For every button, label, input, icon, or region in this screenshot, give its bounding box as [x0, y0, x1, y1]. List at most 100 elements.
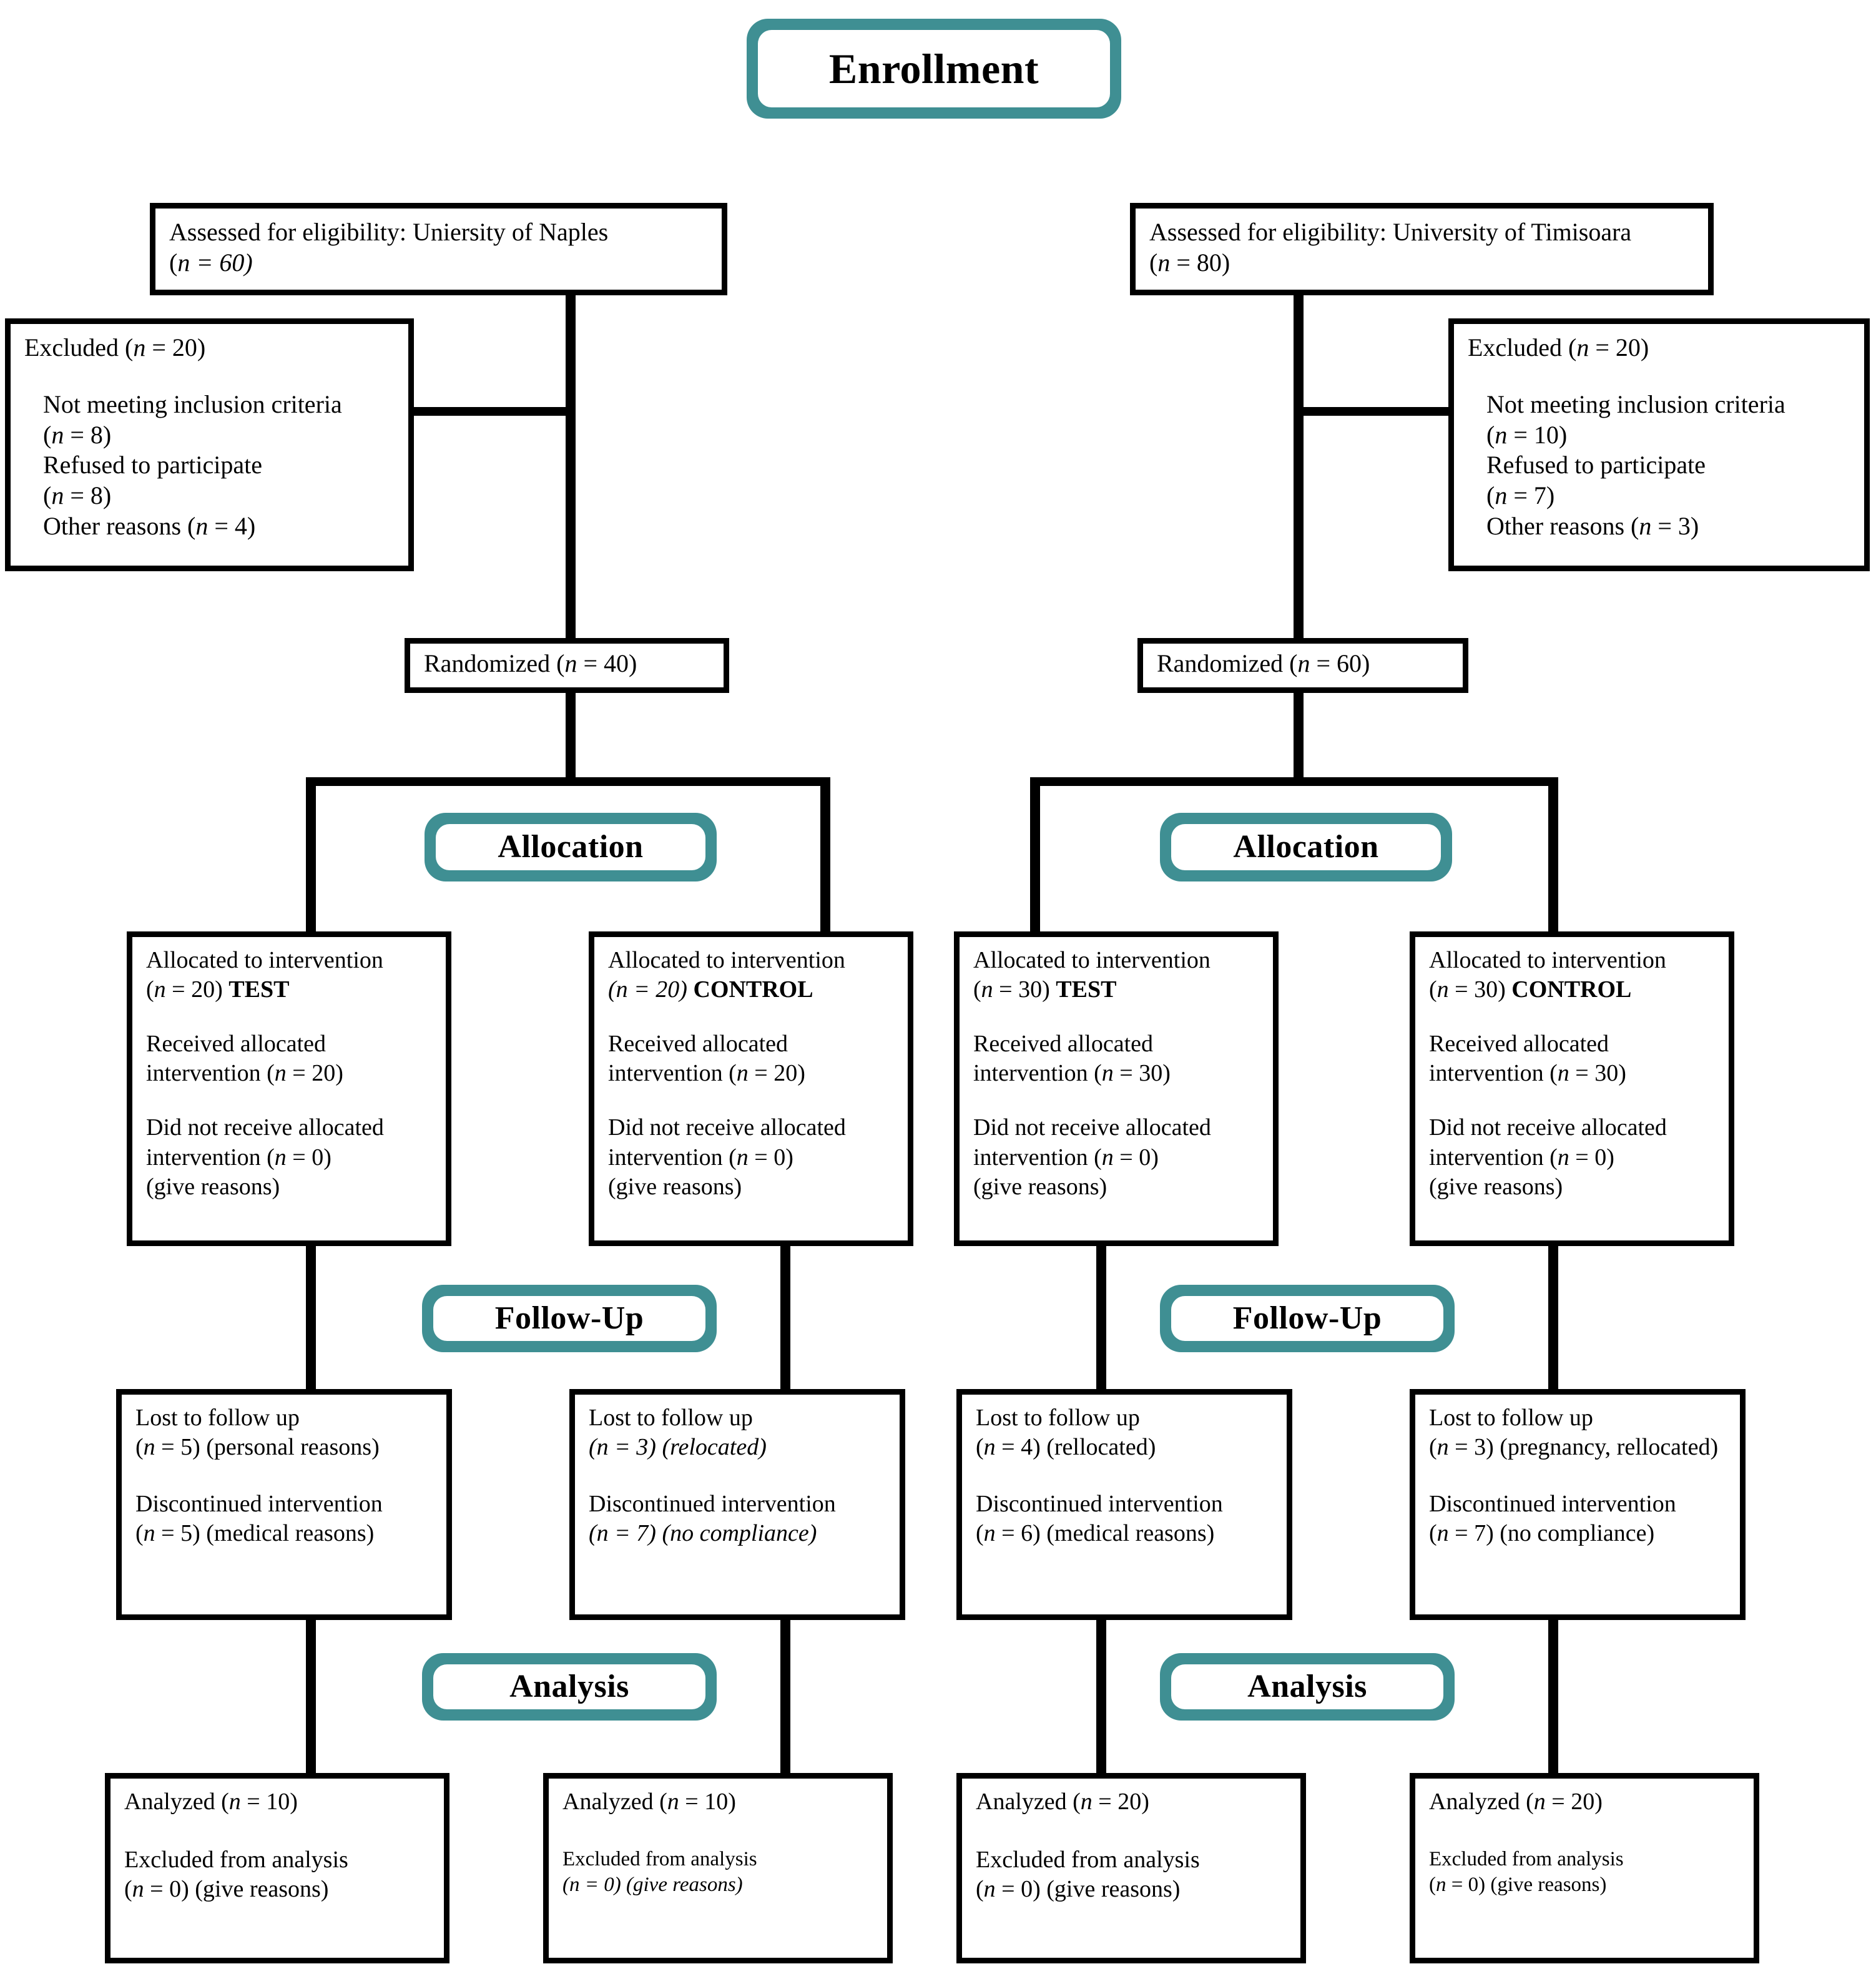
an-lc-excluded-count: (n = 0) (give reasons) — [562, 1873, 743, 1897]
banner-allocation-left: Allocation — [425, 813, 717, 881]
fu-rc-disc: Discontinued intervention — [1429, 1491, 1676, 1518]
excluded-left-reason-1-count: (n = 8) — [43, 420, 112, 449]
banner-followup-right-label: Follow-Up — [1232, 1300, 1382, 1336]
alloc-lt-count: (n = 20) TEST — [146, 976, 290, 1003]
alloc-rc-received: Received allocated — [1429, 1031, 1609, 1058]
alloc-rt-notreceived-count: intervention (n = 0) — [973, 1144, 1159, 1171]
box-followup-right-test: Lost to follow up (n = 4) (rellocated) D… — [956, 1389, 1292, 1620]
alloc-lc-reasons: (give reasons) — [608, 1173, 742, 1200]
box-randomized-right: Randomized (n = 60) — [1137, 638, 1468, 693]
an-lt-analyzed: Analyzed (n = 10) — [124, 1789, 298, 1815]
fu-lc-lost-count: (n = 3) (relocated) — [589, 1434, 767, 1461]
box-assessed-left: Assessed for eligibility: Uniersity of N… — [150, 203, 727, 295]
fu-rc-lost-count: (n = 3) (pregnancy, rellocated) — [1429, 1434, 1719, 1461]
fu-rt-disc-count: (n = 6) (medical reasons) — [976, 1520, 1215, 1547]
assessed-right-line1: Assessed for eligibility: University of … — [1149, 218, 1632, 246]
randomized-left-label: Randomized (n = 40) — [424, 649, 637, 677]
an-rt-excluded: Excluded from analysis — [976, 1847, 1200, 1873]
excluded-right-reason-1-count: (n = 10) — [1486, 420, 1568, 449]
connector-right-randomized-to-split — [1294, 677, 1304, 780]
alloc-rc-reasons: (give reasons) — [1429, 1173, 1563, 1200]
connector-right-assessed-to-randomized — [1294, 293, 1304, 649]
fu-lt-lost: Lost to follow up — [135, 1405, 300, 1431]
box-assessed-right: Assessed for eligibility: University of … — [1130, 203, 1714, 295]
connector-right-assessed-to-excluded — [1294, 407, 1455, 416]
connector-right-split-down-test — [1030, 777, 1040, 940]
alloc-lc-received-count: intervention (n = 20) — [608, 1060, 805, 1087]
connector-left-assessed-to-excluded — [412, 407, 576, 416]
box-allocation-right-control: Allocated to intervention (n = 30) CONTR… — [1410, 931, 1734, 1246]
assessed-left-count: (n = 60) — [169, 248, 253, 277]
fu-rc-lost: Lost to follow up — [1429, 1405, 1593, 1431]
alloc-lc-received: Received allocated — [608, 1031, 788, 1058]
box-analysis-right-test: Analyzed (n = 20) Excluded from analysis… — [956, 1773, 1306, 1963]
banner-analysis-left-label: Analysis — [509, 1669, 629, 1704]
connector-left-split-down-control — [820, 777, 830, 940]
excluded-left-heading: Excluded (n = 20) — [24, 333, 206, 361]
an-lc-analyzed: Analyzed (n = 10) — [562, 1789, 736, 1815]
connector-left-control-alloc-to-followup — [780, 1242, 790, 1392]
an-lt-excluded: Excluded from analysis — [124, 1847, 348, 1873]
excluded-left-reason-1: Not meeting inclusion criteria — [43, 390, 342, 418]
alloc-lc-count: (n = 20) CONTROL — [608, 976, 813, 1003]
fu-rt-disc: Discontinued intervention — [976, 1491, 1223, 1518]
alloc-rc-notreceived-count: intervention (n = 0) — [1429, 1144, 1614, 1171]
alloc-rt-notreceived: Did not receive allocated — [973, 1114, 1211, 1141]
connector-left-control-followup-to-analysis — [780, 1617, 790, 1779]
connector-left-split-down-test — [306, 777, 316, 940]
alloc-rt-count: (n = 30) TEST — [973, 976, 1117, 1003]
excluded-right-reason-3: Other reasons (n = 3) — [1486, 511, 1699, 540]
box-followup-left-test: Lost to follow up (n = 5) (personal reas… — [116, 1389, 452, 1620]
alloc-rt-reasons: (give reasons) — [973, 1173, 1107, 1200]
alloc-lt-title: Allocated to intervention — [146, 947, 383, 973]
banner-analysis-left: Analysis — [422, 1653, 717, 1721]
fu-lc-lost: Lost to follow up — [589, 1405, 753, 1431]
banner-allocation-left-label: Allocation — [498, 829, 644, 865]
alloc-lc-title: Allocated to intervention — [608, 947, 845, 973]
fu-lc-disc: Discontinued intervention — [589, 1491, 836, 1518]
an-rt-analyzed: Analyzed (n = 20) — [976, 1789, 1149, 1815]
box-excluded-left: Excluded (n = 20) Not meeting inclusion … — [5, 318, 414, 571]
connector-left-assessed-to-randomized — [566, 293, 576, 649]
box-followup-right-control: Lost to follow up (n = 3) (pregnancy, re… — [1410, 1389, 1746, 1620]
an-rt-excluded-count: (n = 0) (give reasons) — [976, 1876, 1181, 1903]
excluded-right-reason-2: Refused to participate — [1486, 451, 1706, 479]
alloc-lc-notreceived-count: intervention (n = 0) — [608, 1144, 793, 1171]
alloc-rc-title: Allocated to intervention — [1429, 947, 1666, 973]
excluded-left-reason-2: Refused to participate — [43, 451, 262, 479]
alloc-lc-notreceived: Did not receive allocated — [608, 1114, 846, 1141]
connector-right-split-horizontal — [1030, 777, 1558, 786]
connector-right-test-followup-to-analysis — [1096, 1617, 1106, 1779]
alloc-rc-count: (n = 30) CONTROL — [1429, 976, 1632, 1003]
box-analysis-left-control: Analyzed (n = 10) Excluded from analysis… — [543, 1773, 893, 1963]
alloc-lt-reasons: (give reasons) — [146, 1173, 280, 1200]
excluded-left-reason-3: Other reasons (n = 4) — [43, 511, 256, 540]
excluded-left-reason-2-count: (n = 8) — [43, 481, 112, 510]
excluded-right-reason-1: Not meeting inclusion criteria — [1486, 390, 1785, 418]
fu-lt-disc: Discontinued intervention — [135, 1491, 383, 1518]
banner-followup-left: Follow-Up — [422, 1285, 717, 1352]
connector-right-test-alloc-to-followup — [1096, 1242, 1106, 1392]
banner-followup-left-label: Follow-Up — [494, 1300, 644, 1336]
alloc-rt-title: Allocated to intervention — [973, 947, 1211, 973]
box-excluded-right: Excluded (n = 20) Not meeting inclusion … — [1448, 318, 1870, 571]
excluded-right-reason-2-count: (n = 7) — [1486, 481, 1555, 510]
box-analysis-left-test: Analyzed (n = 10) Excluded from analysis… — [105, 1773, 449, 1963]
banner-allocation-right: Allocation — [1160, 813, 1452, 881]
banner-followup-right: Follow-Up — [1160, 1285, 1455, 1352]
alloc-lt-notreceived-count: intervention (n = 0) — [146, 1144, 331, 1171]
alloc-rt-received: Received allocated — [973, 1031, 1154, 1058]
an-lt-excluded-count: (n = 0) (give reasons) — [124, 1876, 329, 1903]
alloc-rc-notreceived: Did not receive allocated — [1429, 1114, 1667, 1141]
fu-rt-lost-count: (n = 4) (rellocated) — [976, 1434, 1156, 1461]
box-followup-left-control: Lost to follow up (n = 3) (relocated) Di… — [569, 1389, 905, 1620]
fu-lt-disc-count: (n = 5) (medical reasons) — [135, 1520, 375, 1547]
box-allocation-left-test: Allocated to intervention (n = 20) TEST … — [127, 931, 451, 1246]
alloc-lt-notreceived: Did not receive allocated — [146, 1114, 384, 1141]
box-randomized-left: Randomized (n = 40) — [405, 638, 729, 693]
an-rc-analyzed: Analyzed (n = 20) — [1429, 1789, 1603, 1815]
fu-lt-lost-count: (n = 5) (personal reasons) — [135, 1434, 380, 1461]
connector-left-split-horizontal — [306, 777, 830, 786]
an-rc-excluded: Excluded from analysis — [1429, 1848, 1624, 1871]
